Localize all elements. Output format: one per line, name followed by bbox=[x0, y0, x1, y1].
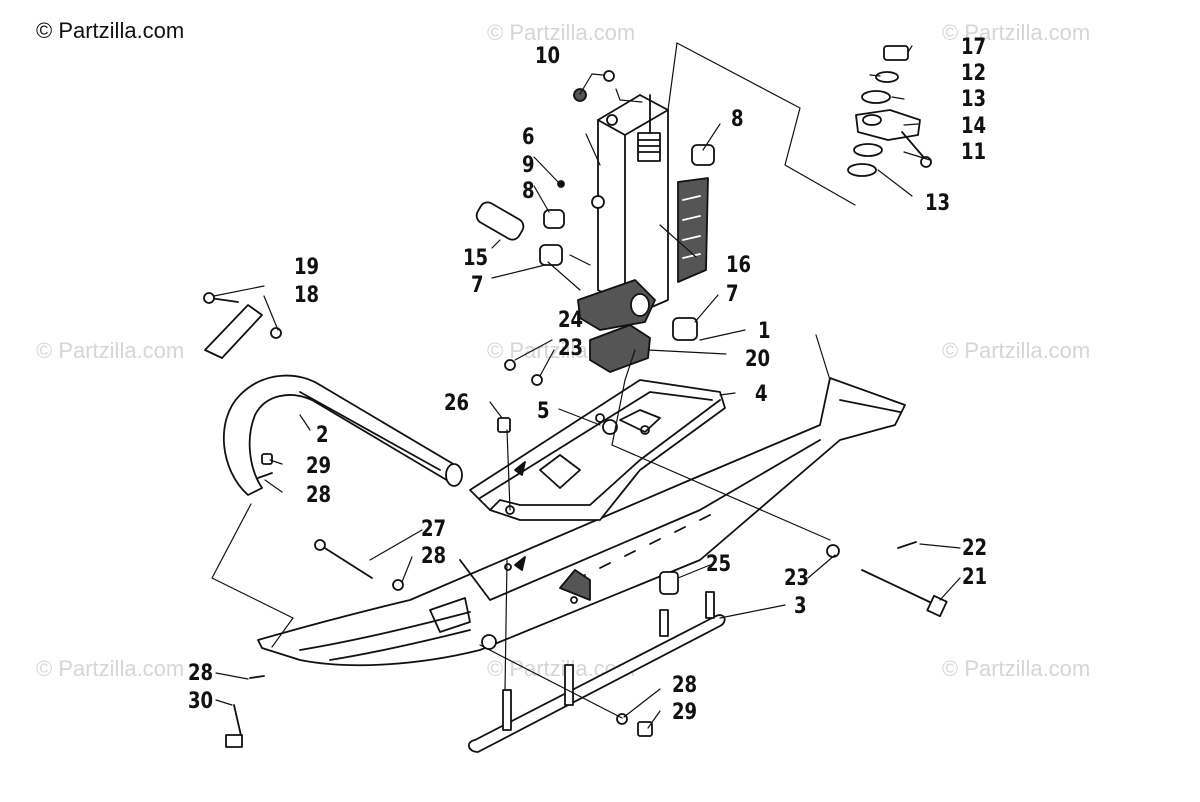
brand-watermark: © Partzilla.com bbox=[36, 18, 185, 43]
watermark: © Partzilla.com bbox=[36, 656, 185, 681]
callout-label: 8 bbox=[522, 179, 535, 204]
callout-label: 29 bbox=[306, 454, 332, 479]
callout-label: 4 bbox=[755, 382, 768, 407]
callout-label: 28 bbox=[188, 661, 214, 686]
steering-arm-parts bbox=[847, 45, 932, 177]
callout-label: 13 bbox=[961, 87, 987, 112]
callout-label: 20 bbox=[745, 347, 771, 372]
callout-label: 28 bbox=[306, 483, 332, 508]
watermark: © Partzilla.com bbox=[942, 20, 1091, 45]
callout-label: 7 bbox=[471, 273, 484, 298]
callout-label: 27 bbox=[421, 517, 447, 542]
callout-label: 2 bbox=[316, 423, 329, 448]
callout-label: 15 bbox=[463, 246, 489, 271]
leader-lines bbox=[211, 42, 961, 729]
watermark: © Partzilla.com bbox=[36, 338, 185, 363]
handle-loop-part bbox=[222, 374, 463, 496]
callout-label: 23 bbox=[558, 336, 584, 361]
callout-label: 25 bbox=[706, 552, 732, 577]
callout-label: 14 bbox=[961, 114, 987, 139]
ski-part bbox=[257, 377, 906, 667]
callout-label: 30 bbox=[188, 689, 214, 714]
callout-label: 7 bbox=[726, 282, 739, 307]
callout-label: 10 bbox=[535, 44, 561, 69]
callout-label: 16 bbox=[726, 253, 752, 278]
callout-label: 28 bbox=[672, 673, 698, 698]
callout-label: 12 bbox=[961, 61, 987, 86]
decal-part bbox=[677, 177, 709, 283]
callout-label: 26 bbox=[444, 391, 470, 416]
latch-bracket-part bbox=[203, 292, 282, 359]
small-parts bbox=[225, 70, 948, 748]
watermark: © Partzilla.com bbox=[942, 656, 1091, 681]
watermark: © Partzilla.com bbox=[942, 338, 1091, 363]
callout-label: 22 bbox=[962, 536, 988, 561]
callout-label: 1 bbox=[758, 319, 771, 344]
callout-label: 11 bbox=[961, 140, 987, 165]
callout-label: 3 bbox=[794, 594, 807, 619]
callout-label: 17 bbox=[961, 35, 987, 60]
callout-label: 5 bbox=[537, 399, 550, 424]
wear-bar-part bbox=[468, 591, 726, 753]
callout-label: 9 bbox=[522, 153, 535, 178]
callout-label: 21 bbox=[962, 565, 988, 590]
callout-label: 6 bbox=[522, 125, 535, 150]
spindle-part bbox=[577, 94, 669, 331]
callout-label: 29 bbox=[672, 700, 698, 725]
callout-label: 8 bbox=[731, 107, 744, 132]
callout-label: 24 bbox=[558, 308, 584, 333]
callout-label: 19 bbox=[294, 255, 320, 280]
callout-label: 18 bbox=[294, 283, 320, 308]
callout-label: 23 bbox=[784, 566, 810, 591]
callout-label: 28 bbox=[421, 544, 447, 569]
saddle-part bbox=[469, 379, 726, 571]
callout-label: 13 bbox=[925, 191, 951, 216]
watermark: © Partzilla.com bbox=[487, 20, 636, 45]
